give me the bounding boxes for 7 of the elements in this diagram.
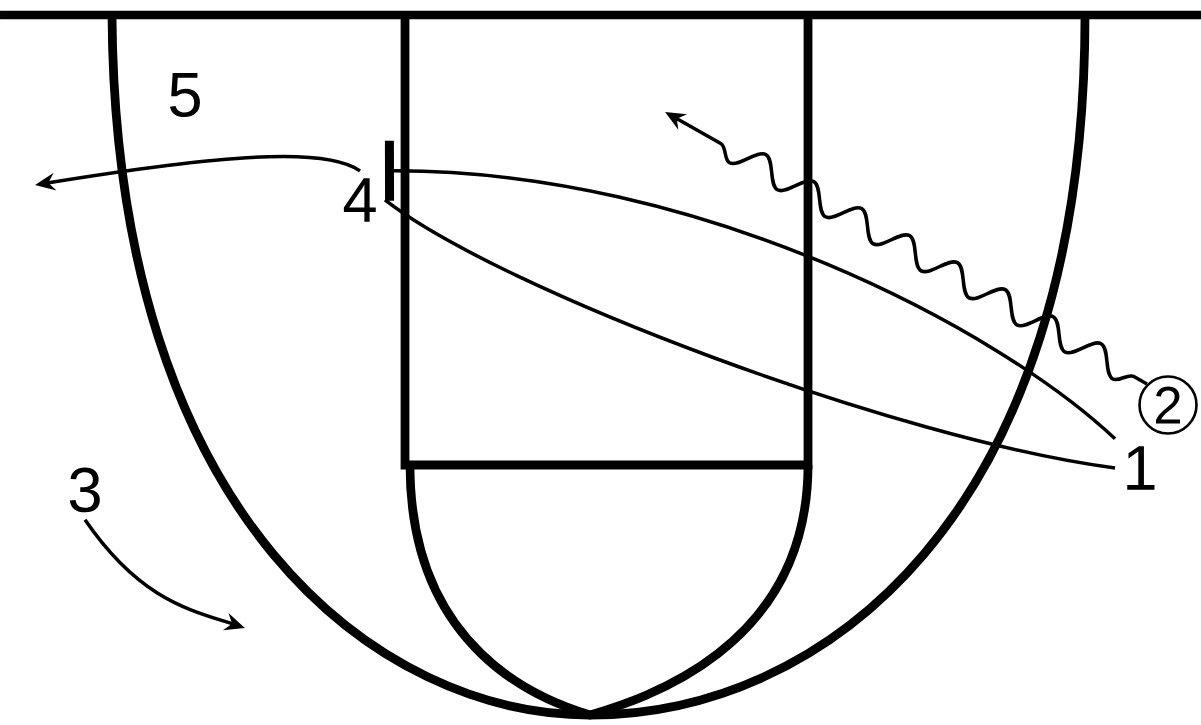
player-number: 4	[343, 178, 376, 222]
circled-player-number: 2	[1138, 375, 1198, 435]
player-number: 1	[1127, 446, 1155, 490]
player-number: 3	[69, 467, 100, 513]
player-number: 5	[169, 72, 200, 118]
screen-line	[384, 140, 1117, 441]
cut-line	[384, 198, 1116, 470]
